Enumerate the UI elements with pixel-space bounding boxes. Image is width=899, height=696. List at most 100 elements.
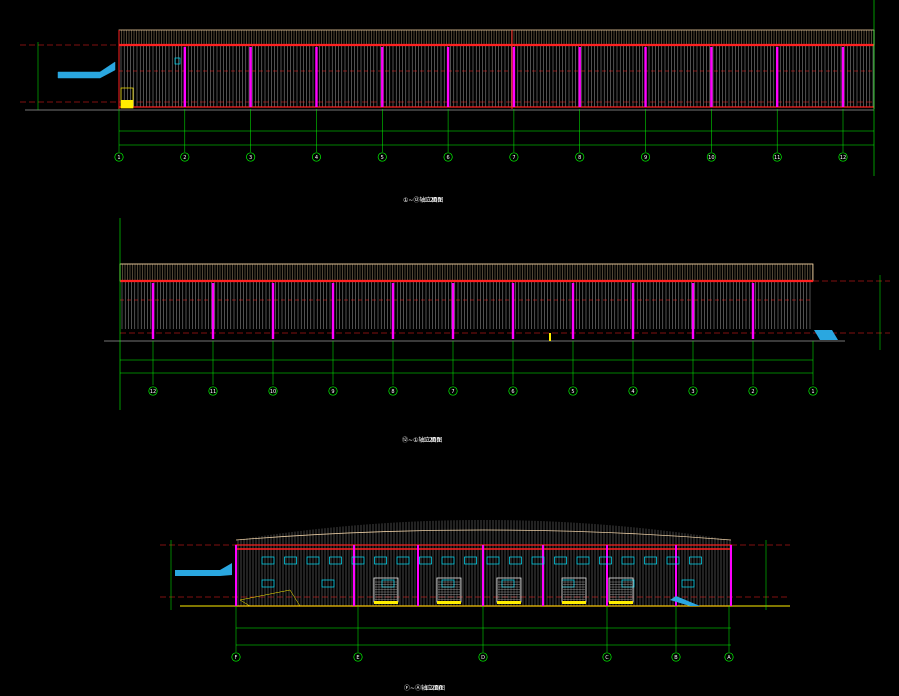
axis-b-9-label: 9: [331, 389, 334, 395]
axis-a-7-label: 7: [512, 155, 515, 161]
column: [211, 283, 215, 339]
door-sill: [374, 601, 398, 604]
axis-b-10-bubble: [268, 386, 278, 396]
window-upper: [621, 556, 635, 565]
axis-b-5-label: 5: [571, 389, 574, 395]
window-upper: [441, 556, 455, 565]
axis-a-10-bubble: [706, 152, 716, 162]
axis-c-F-bubble: [231, 652, 241, 662]
axis-c-A-label: A: [727, 655, 731, 661]
column: [691, 283, 695, 339]
column: [578, 47, 581, 107]
column: [675, 545, 677, 606]
window-upper: [419, 556, 432, 565]
axis-a-12-bubble: [838, 152, 848, 162]
axis-b-2-label: 2: [751, 389, 754, 395]
axis-c-A-bubble: [724, 652, 734, 662]
column: [644, 47, 647, 107]
door-sill: [562, 601, 586, 604]
axis-b-8-bubble: [388, 386, 398, 396]
canopy: [175, 563, 232, 576]
axis-b-6-label: 6: [511, 389, 514, 395]
column: [512, 47, 516, 107]
axis-a-3-bubble: [246, 152, 256, 162]
axis-a-3-label: 3: [249, 155, 252, 161]
window-upper: [261, 556, 275, 565]
column: [183, 47, 187, 107]
window-upper: [396, 556, 410, 565]
window-upper: [486, 556, 500, 565]
window-upper: [554, 556, 567, 565]
axis-b-4-bubble: [628, 386, 638, 396]
column: [151, 283, 155, 339]
small-window: [174, 57, 181, 65]
axis-a-6-label: 6: [446, 155, 449, 161]
window-upper: [576, 556, 590, 565]
column: [381, 47, 384, 107]
column: [631, 283, 635, 339]
axis-a-5-bubble: [377, 152, 387, 162]
axis-c-E-label: E: [356, 655, 359, 661]
axis-a-8-bubble: [575, 152, 585, 162]
roof-curve: [235, 529, 732, 541]
window-upper: [464, 556, 477, 565]
window-upper: [531, 556, 545, 565]
elevation-c-title-group: Ⓕ~Ⓐ轴立面图 1:200: [404, 684, 445, 692]
window-upper: [666, 556, 680, 565]
elevation-c-scale: 1:200: [425, 685, 442, 692]
axis-a-5-label: 5: [381, 155, 384, 161]
window-upper: [644, 556, 657, 565]
column: [511, 283, 515, 339]
axis-b-12-bubble: [148, 386, 158, 396]
column: [417, 545, 419, 606]
axis-a-11-label: 11: [774, 155, 780, 161]
shutter-door: [608, 577, 634, 603]
window-upper: [306, 556, 320, 565]
axis-b-9-bubble: [328, 386, 338, 396]
window-lower: [261, 579, 275, 588]
column: [730, 545, 732, 606]
axis-a-4-label: 4: [315, 155, 318, 161]
axis-b-3-bubble: [688, 386, 698, 396]
column: [353, 545, 355, 606]
door-marker: [549, 333, 551, 341]
axis-a-1-label: 1: [117, 155, 120, 161]
axis-a-7-bubble: [509, 152, 519, 162]
axis-b-1-label: 1: [811, 389, 814, 395]
column: [391, 283, 395, 339]
axis-b-3-label: 3: [691, 389, 694, 395]
window-lower: [321, 579, 335, 588]
column: [542, 545, 544, 606]
axis-b-1-bubble: [808, 386, 818, 396]
column: [331, 283, 335, 339]
axis-b-11-label: 11: [210, 389, 216, 395]
column: [710, 47, 713, 107]
elevation-a-scale: 1:200: [424, 197, 441, 204]
window-upper: [351, 556, 365, 565]
ramp-left: [239, 589, 301, 607]
axis-c-B-bubble: [671, 652, 681, 662]
column: [451, 283, 455, 339]
shutter-door: [496, 577, 522, 603]
axis-b-7-bubble: [448, 386, 458, 396]
canopy: [57, 61, 116, 79]
column: [606, 545, 608, 606]
axis-a-2-bubble: [180, 152, 190, 162]
column: [751, 283, 755, 339]
axis-c-D-label: D: [481, 655, 485, 661]
window-upper: [689, 556, 702, 565]
axis-a-8-label: 8: [578, 155, 581, 161]
column: [775, 47, 779, 107]
axis-c-E-bubble: [353, 652, 363, 662]
axis-a-10-label: 10: [708, 155, 714, 161]
column: [315, 47, 318, 107]
column: [271, 283, 275, 339]
column: [249, 47, 252, 107]
axis-b-12-label: 12: [150, 389, 156, 395]
door-sill: [437, 601, 461, 604]
axis-c-C-label: C: [605, 655, 609, 661]
column: [841, 47, 845, 107]
